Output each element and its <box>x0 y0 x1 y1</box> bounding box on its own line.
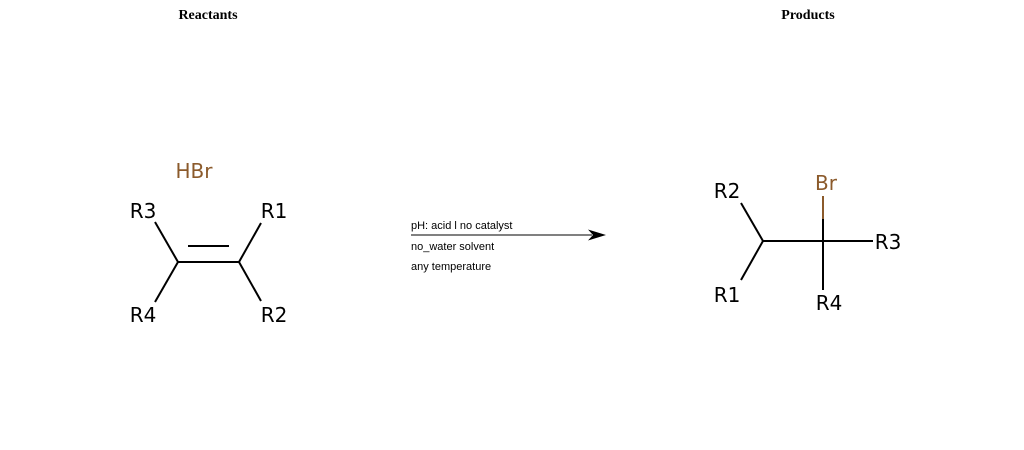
substituent-r3: R3 <box>875 230 902 254</box>
alkyl-bromide-molecule <box>740 196 873 290</box>
bond-r3 <box>154 221 179 263</box>
substituent-r4: R4 <box>816 291 843 315</box>
bond-r2 <box>238 261 262 302</box>
bromine-atom-label: Br <box>815 171 838 195</box>
substituent-r3: R3 <box>130 199 157 223</box>
reaction-arrow-group: pH: acid l no catalyst no_water solvent … <box>411 220 606 273</box>
substituent-r4: R4 <box>130 303 157 327</box>
substituent-r2: R2 <box>261 303 288 327</box>
bond-r1 <box>238 222 262 263</box>
alkene-molecule <box>154 221 262 303</box>
substituent-r1: R1 <box>714 283 741 307</box>
bond-r4 <box>154 261 179 303</box>
reactants-group: HBr R3 R1 R4 R2 <box>130 159 288 327</box>
arrow-head-icon <box>588 229 606 241</box>
bond-r2 <box>740 202 764 242</box>
condition-ph: pH: acid l no catalyst <box>411 220 513 232</box>
substituent-r1: R1 <box>261 199 288 223</box>
products-header: Products <box>781 8 835 23</box>
hbr-reagent-label: HBr <box>176 159 214 183</box>
substituent-r2: R2 <box>714 179 741 203</box>
condition-solvent: no_water solvent <box>411 241 494 253</box>
reactants-header: Reactants <box>178 8 238 23</box>
condition-temperature: any temperature <box>411 261 491 273</box>
products-group: Br R2 R1 R3 R4 <box>714 171 902 315</box>
bond-r1 <box>740 240 764 281</box>
